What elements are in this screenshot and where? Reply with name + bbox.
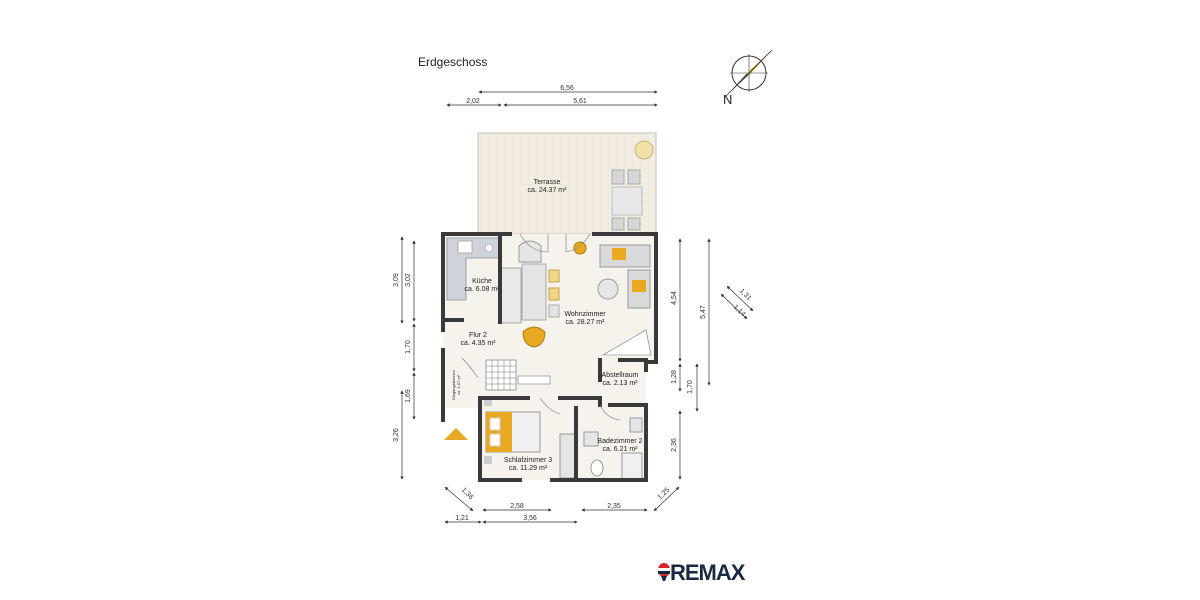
- dim-right-170: 1,70: [687, 380, 694, 394]
- dimension-lines: [400, 90, 754, 524]
- dim-right-128: 1,28: [671, 370, 678, 384]
- room-eingang-name: Eingangsbereich: [451, 370, 456, 400]
- dim-bottom-121: 1,21: [455, 515, 469, 522]
- dim-left-309: 3,09: [393, 273, 400, 287]
- compass-icon: [725, 49, 773, 97]
- north-label: N: [723, 92, 733, 107]
- room-abstellraum-name: Abstellraum: [602, 372, 639, 379]
- room-wohnzimmer-area: ca. 28.27 m²: [566, 319, 606, 326]
- entrance-arrow-icon: [444, 428, 468, 440]
- brand-wordmark: REMAX: [670, 560, 745, 585]
- room-wohnzimmer-name: Wohnzimmer: [564, 311, 606, 318]
- doors: [461, 233, 621, 421]
- room-kueche-name: Küche: [472, 278, 492, 285]
- dim-left-302: 3,02: [405, 273, 412, 287]
- dim-left-169: 1,69: [405, 389, 412, 403]
- dim-right-547: 5,47: [700, 305, 707, 319]
- room-kueche-area: ca. 6.08 m²: [464, 286, 500, 293]
- room-schlafzimmer-name: Schlafzimmer 3: [504, 457, 552, 464]
- dim-bottom-235: 2,35: [607, 503, 621, 510]
- room-eingang-area: ca. 1.67 m²: [456, 374, 461, 395]
- room-badezimmer-area: ca. 6.21 m²: [602, 446, 638, 453]
- dim-right-236: 2,36: [671, 438, 678, 452]
- room-badezimmer-name: Badezimmer 2: [597, 438, 642, 445]
- dim-right-454: 4,54: [671, 291, 678, 305]
- balloon-icon: [658, 563, 670, 581]
- terrace-area: [477, 132, 657, 235]
- dim-right-131: 1,31: [738, 288, 753, 303]
- bathroom-fixtures: [583, 417, 643, 480]
- room-terrasse-name: Terrasse: [534, 179, 561, 186]
- dim-left-170: 1,70: [405, 340, 412, 354]
- bedroom-furniture: [484, 398, 577, 479]
- dim-top-right: 5,61: [573, 98, 587, 105]
- dim-bottom-125: 1,25: [657, 487, 672, 502]
- room-schlafzimmer-area: ca. 11.29 m²: [509, 465, 548, 472]
- dim-top-left: 2,02: [466, 98, 480, 105]
- room-flur-name: Flur 2: [469, 332, 487, 339]
- dim-bottom-258: 2,58: [510, 503, 524, 510]
- room-terrasse-area: ca. 24.37 m²: [528, 187, 568, 194]
- remax-logo: REMAX: [658, 560, 745, 586]
- stairs: [485, 329, 652, 391]
- floor-title: Erdgeschoss: [418, 55, 488, 69]
- dim-top-total: 6,56: [560, 85, 574, 92]
- living-furniture: [500, 240, 651, 348]
- dim-bottom-136: 1,36: [460, 487, 475, 502]
- dim-left-326: 3,26: [393, 428, 400, 442]
- room-flur-area: ca. 4.35 m²: [460, 340, 496, 347]
- walls: [441, 232, 658, 482]
- terrace-furniture: [611, 140, 654, 231]
- room-abstellraum-area: ca. 2.13 m²: [602, 380, 638, 387]
- dim-bottom-356: 3,56: [523, 515, 537, 522]
